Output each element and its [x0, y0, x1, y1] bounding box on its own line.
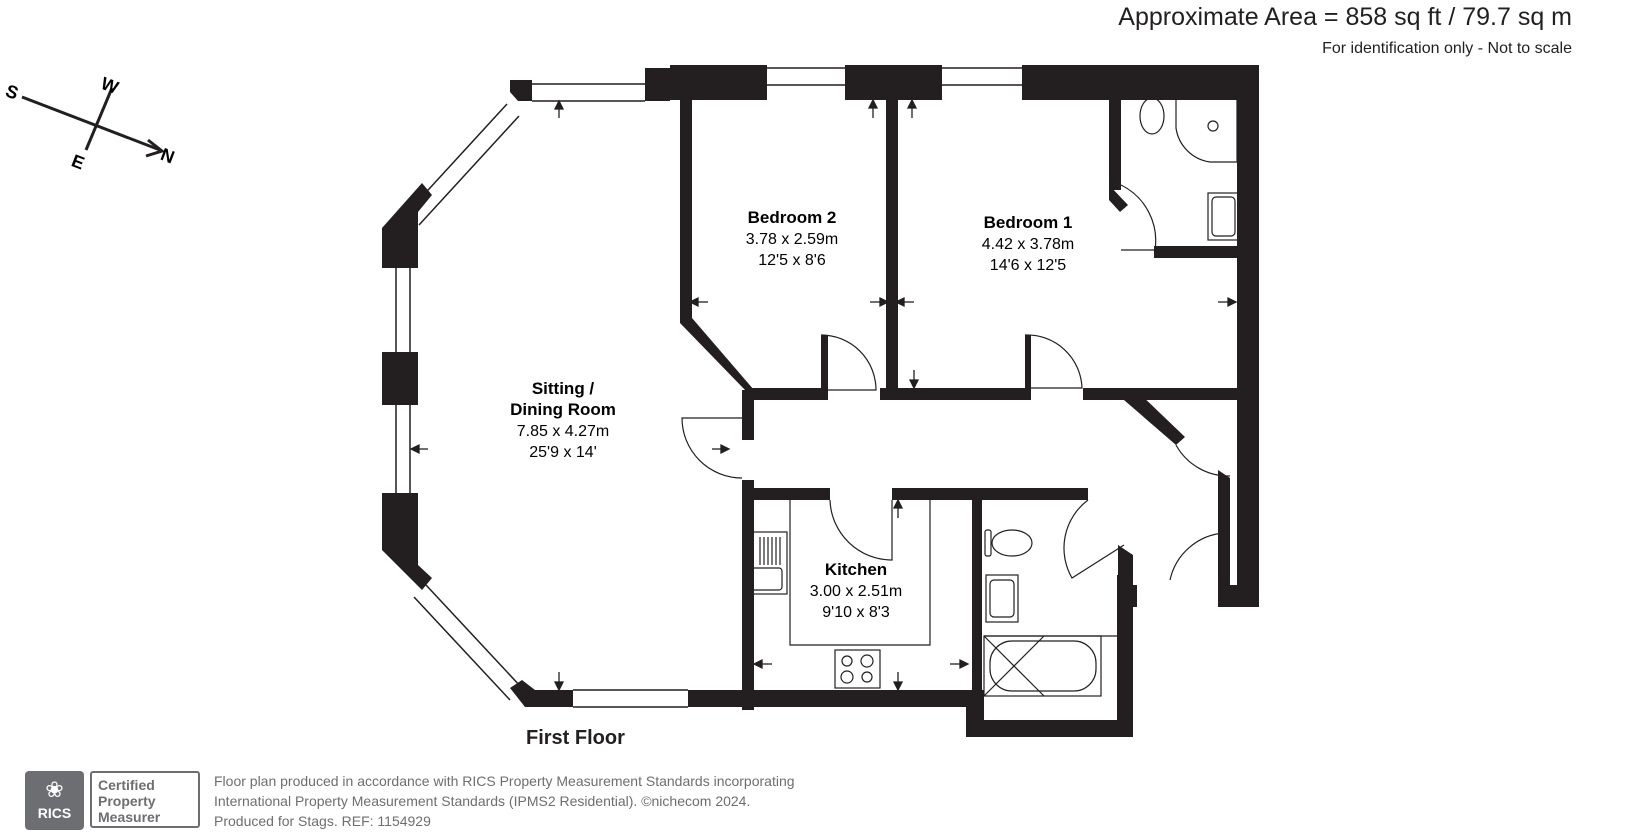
bedroom2-name: Bedroom 2: [748, 208, 837, 227]
rics-logo-text: RICS: [37, 805, 72, 821]
bedroom1-name: Bedroom 1: [984, 213, 1073, 232]
kitchen-imperial: 9'10 x 8'3: [822, 604, 890, 621]
compass-e: E: [69, 151, 87, 174]
rics-logo: ❀ RICS: [25, 771, 84, 830]
cert-line-1: Certified: [98, 777, 155, 793]
sink-icon: [744, 531, 788, 595]
basin-icon-2: [985, 574, 1019, 623]
compass-s: S: [3, 81, 21, 104]
footer-line-1: Floor plan produced in accordance with R…: [214, 773, 795, 789]
compass-icon: [21, 87, 166, 158]
approximate-area: Approximate Area = 858 sq ft / 79.7 sq m: [1118, 3, 1572, 31]
kitchen-metric: 3.00 x 2.51m: [810, 583, 903, 600]
bedroom1-imperial: 14'6 x 12'5: [990, 257, 1066, 274]
room-labels: Sitting / Dining Room 7.85 x 4.27m 25'9 …: [510, 208, 1074, 621]
windows: [395, 67, 1022, 708]
footer-line-3: Produced for Stags. REF: 1154929: [214, 813, 431, 829]
footer-line-2: International Property Measurement Stand…: [214, 793, 751, 809]
toilet-icon-2: [991, 529, 1033, 557]
floor-label: First Floor: [526, 727, 625, 749]
rics-emblem-icon: ❀: [45, 777, 64, 802]
bath-icon: [983, 635, 1102, 697]
fixtures: [744, 85, 1240, 697]
basin-icon: [1207, 192, 1240, 241]
hob-icon: [834, 649, 881, 689]
compass-n: N: [158, 144, 177, 167]
shower-icon: [1175, 85, 1238, 163]
footer-text: Floor plan produced in accordance with R…: [214, 771, 795, 831]
bedroom1-metric: 4.42 x 3.78m: [982, 236, 1075, 253]
kitchen-name: Kitchen: [825, 560, 887, 579]
cert-line-3: Measurer: [98, 809, 161, 825]
walls: [382, 65, 1259, 737]
bedroom2-metric: 3.78 x 2.59m: [746, 231, 839, 248]
certified-property-measurer-badge: Certified Property Measurer: [90, 771, 200, 828]
door-swings: [681, 184, 1231, 646]
measure-arrows: [409, 98, 1238, 692]
sitting-metric: 7.85 x 4.27m: [517, 423, 610, 440]
bedroom2-imperial: 12'5 x 8'6: [758, 252, 826, 269]
compass-w: W: [98, 73, 121, 98]
cert-line-2: Property: [98, 793, 156, 809]
sitting-name-2: Dining Room: [510, 400, 616, 419]
identification-note: For identification only - Not to scale: [1322, 40, 1572, 57]
toilet-icon: [1139, 97, 1165, 135]
sitting-imperial: 25'9 x 14': [529, 444, 597, 461]
sitting-name-1: Sitting /: [532, 379, 595, 398]
